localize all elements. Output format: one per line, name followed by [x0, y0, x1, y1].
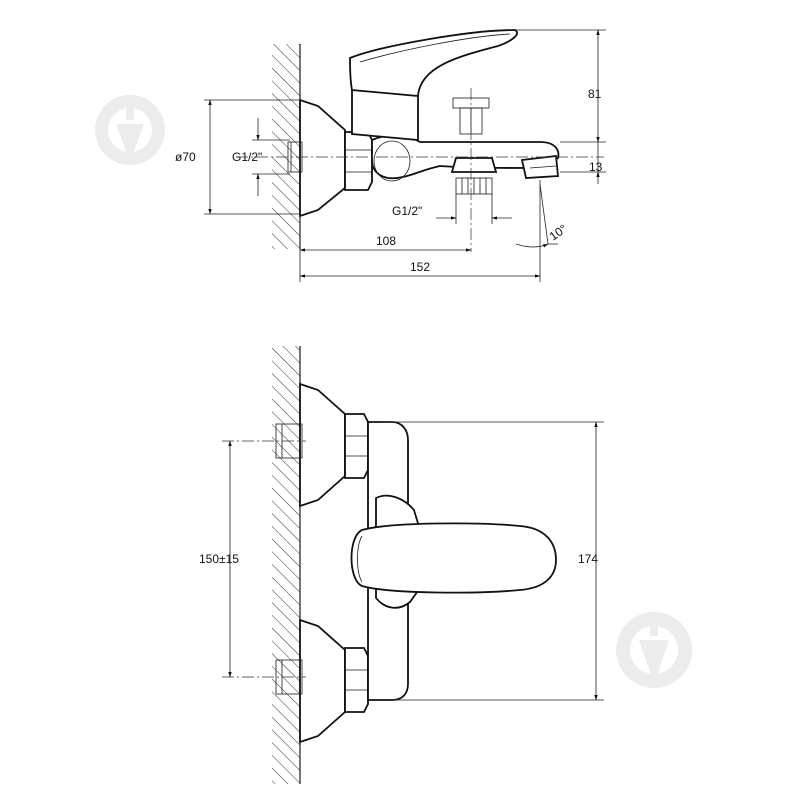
- dim-depth-outlet: 108: [376, 234, 396, 248]
- side-view: [204, 29, 606, 282]
- dim-depth-total: 152: [410, 260, 430, 274]
- watermark-drop-icon-right: [616, 612, 693, 688]
- front-view: [222, 346, 604, 784]
- dim-thread-inlet: G1/2": [232, 150, 262, 164]
- dim-diameter: ø70: [175, 150, 196, 164]
- dim-small-13: 13: [589, 160, 603, 174]
- dim-height-81: 81: [588, 87, 602, 101]
- dim-thread-outlet: G1/2": [392, 204, 422, 218]
- dim-spacing: 150±15: [199, 552, 239, 566]
- dim-height-174: 174: [578, 552, 598, 566]
- dim-angle: 10°: [547, 221, 570, 243]
- watermark-drop-icon-left: [95, 95, 166, 165]
